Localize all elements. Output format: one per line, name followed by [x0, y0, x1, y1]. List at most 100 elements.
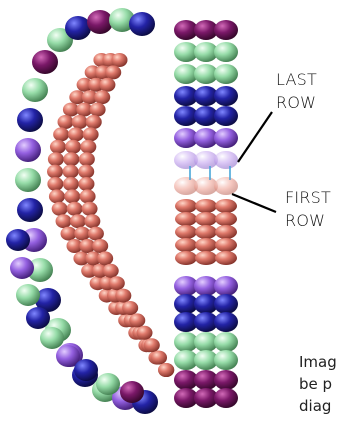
front-bead: [120, 381, 144, 403]
front-bead: [16, 284, 40, 306]
salmon-bead: [94, 90, 110, 104]
first-row-label-line1: FIRST: [285, 190, 331, 206]
salmon-bead: [99, 78, 115, 92]
column-bead: [214, 128, 238, 148]
front-bead: [74, 359, 98, 381]
back-bead: [87, 10, 113, 34]
salmon-column-bead: [195, 199, 217, 213]
salmon-column-bead: [175, 199, 197, 213]
salmon-bead: [63, 177, 79, 191]
salmon-bead: [151, 351, 167, 365]
salmon-bead: [65, 140, 81, 154]
back-bead: [17, 108, 43, 132]
salmon-bead: [103, 264, 119, 278]
caption-line1: Imag: [299, 352, 337, 374]
salmon-column-bead: [215, 225, 237, 239]
salmon-bead: [74, 227, 90, 241]
front-bead: [26, 307, 50, 329]
column-bead: [214, 64, 238, 84]
column-bead: [214, 106, 238, 126]
front-bead: [6, 229, 30, 251]
salmon-bead: [50, 140, 66, 154]
salmon-column-bead: [215, 238, 237, 252]
column-bead: [214, 42, 238, 62]
bead-layer: [6, 8, 238, 414]
salmon-bead: [58, 115, 74, 129]
salmon-column-bead: [215, 199, 237, 213]
column-bead: [214, 332, 238, 352]
salmon-bead: [84, 214, 100, 228]
salmon-column-bead: [195, 212, 217, 226]
back-bead: [15, 138, 41, 162]
salmon-bead: [109, 276, 125, 290]
salmon-bead: [88, 227, 104, 241]
salmon-bead: [158, 363, 174, 377]
salmon-column-bead: [195, 238, 217, 252]
salmon-bead: [52, 202, 68, 216]
salmon-column-bead: [215, 212, 237, 226]
last-row-label-line1: LAST: [276, 72, 317, 88]
salmon-bead: [64, 189, 80, 203]
column-bead: [214, 350, 238, 370]
salmon-bead: [122, 301, 138, 315]
column-bead: [214, 86, 238, 106]
label-leaders: [232, 112, 276, 212]
salmon-column-bead: [175, 212, 197, 226]
salmon-column-bead: [175, 238, 197, 252]
column-bead: [214, 388, 238, 408]
salmon-bead: [67, 202, 83, 216]
salmon-bead: [78, 177, 94, 191]
salmon-bead: [86, 115, 102, 129]
salmon-bead: [80, 140, 96, 154]
salmon-bead: [105, 65, 121, 79]
salmon-bead: [68, 127, 84, 141]
front-bead: [96, 373, 120, 395]
salmon-bead: [53, 127, 69, 141]
front-bead: [10, 257, 34, 279]
salmon-bead: [70, 214, 86, 228]
salmon-bead: [112, 53, 128, 67]
salmon-bead: [79, 152, 95, 166]
column-bead: [214, 294, 238, 314]
caption-line2: be p: [299, 374, 332, 396]
salmon-column-bead: [195, 225, 217, 239]
salmon-bead: [56, 214, 72, 228]
column-bead: [214, 312, 238, 332]
back-bead: [22, 78, 48, 102]
back-bead: [129, 12, 155, 36]
salmon-column-bead: [215, 251, 237, 265]
salmon-bead: [144, 338, 160, 352]
salmon-bead: [92, 239, 108, 253]
back-bead: [65, 16, 91, 40]
salmon-bead: [90, 103, 106, 117]
last-row-leader-line: [238, 112, 272, 162]
salmon-bead: [80, 189, 96, 203]
salmon-bead: [137, 326, 153, 340]
salmon-bead: [47, 177, 63, 191]
salmon-column-bead: [195, 251, 217, 265]
column-bead: [214, 276, 238, 296]
salmon-bead: [72, 115, 88, 129]
salmon-column-bead: [175, 251, 197, 265]
salmon-bead: [61, 227, 77, 241]
salmon-bead: [82, 202, 98, 216]
salmon-bead: [48, 152, 64, 166]
salmon-bead: [78, 165, 94, 179]
salmon-bead: [63, 165, 79, 179]
salmon-column-bead: [175, 225, 197, 239]
salmon-bead: [83, 127, 99, 141]
first-row-leader-line: [232, 194, 276, 212]
salmon-bead: [47, 165, 63, 179]
column-bead: [214, 370, 238, 390]
front-bead: [40, 327, 64, 349]
column-bead: [214, 20, 238, 40]
back-bead: [32, 50, 58, 74]
last-row-label-line2: ROW: [276, 95, 316, 111]
last-row-bead: [214, 151, 238, 169]
salmon-bead: [63, 152, 79, 166]
salmon-bead: [49, 189, 65, 203]
first-row-bead: [214, 177, 238, 195]
salmon-bead: [97, 251, 113, 265]
first-row-label-line2: ROW: [285, 213, 325, 229]
